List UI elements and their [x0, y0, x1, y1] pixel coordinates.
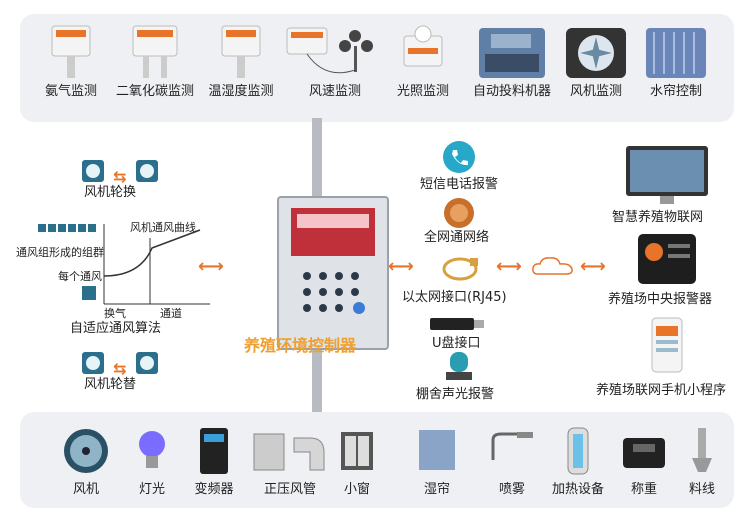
feeder-icon	[477, 22, 547, 84]
middle-label: U盘接口	[432, 336, 481, 351]
fan-icon	[82, 160, 104, 182]
group-label: 通风组形成的组群	[16, 246, 104, 259]
device-label: 湿帘	[423, 482, 450, 497]
air-duct-device: 正压风管	[250, 420, 330, 498]
device-label: 正压风管	[263, 482, 316, 497]
right-label: 养殖场联网手机小程序	[596, 383, 727, 398]
axis-x2-label: 通道	[160, 307, 182, 320]
device-label: 灯光	[138, 482, 165, 497]
cloud-icon	[530, 254, 576, 282]
controller-title: 养殖环境控制器	[244, 336, 357, 355]
middle-label: 短信电话报警	[420, 177, 499, 192]
cloud-left-arrow: ⟷	[496, 256, 522, 277]
device-label: 风机监测	[569, 84, 622, 99]
window-device: 小窗	[332, 420, 382, 498]
temp-humidity-device: 温湿度监测	[198, 22, 284, 100]
swap-arrows-icon: ⇆	[113, 359, 127, 378]
light-device: 灯光	[128, 420, 176, 498]
device-label: 温湿度监测	[208, 84, 274, 99]
co2-sensor-icon	[125, 22, 185, 84]
device-label: 风速监测	[308, 84, 361, 99]
wind-speed-sensor-icon	[285, 22, 385, 84]
right-label: 智慧养殖物联网	[612, 210, 704, 225]
ethernet-cable-icon	[440, 254, 480, 288]
feed-line-icon	[684, 420, 720, 482]
sensor-panel: 氨气监测 二氧化碳监测 温湿度监测 风速监测 光照监测 自动投料机器 风机监	[20, 14, 734, 122]
left-link-arrow: ⟷	[198, 256, 224, 277]
axis-x1-label: 换气	[104, 307, 126, 320]
device-label: 称重	[630, 482, 657, 497]
inverter-device: 变频器	[186, 420, 242, 498]
phone-alarm-icon	[442, 140, 476, 178]
scale-device: 称重	[616, 420, 672, 498]
network-icon	[442, 196, 476, 234]
inverter-icon	[194, 420, 234, 482]
air-duct-icon	[250, 420, 330, 482]
algorithm-label: 自适应通风算法	[70, 321, 162, 336]
fan-rotate-label: 风机轮换	[84, 185, 137, 200]
each-vent-label: 每个通风	[58, 270, 102, 283]
right-label: 养殖场中央报警器	[608, 292, 713, 307]
device-label: 加热设备	[551, 482, 604, 497]
environment-controller	[277, 196, 389, 350]
fan-icon	[135, 160, 158, 182]
wind-speed-device: 风速监测	[282, 22, 388, 100]
sprayer-icon	[487, 420, 537, 482]
monitor-dashboard-icon	[624, 144, 710, 210]
wet-curtain-device: 湿帘	[412, 420, 462, 498]
middle-label: 棚舍声光报警	[416, 387, 495, 402]
device-label: 光照监测	[396, 84, 449, 99]
feed-line-device: 料线	[678, 420, 726, 498]
curve-label: 风机通风曲线	[130, 221, 196, 234]
fan-alternate-icons: ⇆	[82, 352, 158, 378]
device-label: 变频器	[194, 482, 234, 497]
ammonia-sensor-icon	[48, 22, 94, 84]
phone-app-icon	[650, 316, 684, 378]
ammonia-device: 氨气监测	[32, 22, 110, 100]
device-label: 自动投料机器	[472, 84, 551, 99]
fan-monitor-device: 风机监测	[558, 22, 634, 100]
light-sensor-icon	[400, 22, 446, 84]
siren-icon	[444, 350, 474, 388]
middle-label: 全网通网络	[424, 230, 490, 245]
sprayer-device: 喷雾	[482, 420, 542, 498]
feeder-device: 自动投料机器	[464, 22, 560, 100]
scale-icon	[619, 420, 669, 482]
fan-icon	[82, 352, 104, 374]
device-label: 氨气监测	[44, 84, 97, 99]
water-curtain-device: 水帘控制	[636, 22, 716, 100]
fan-device: 风机	[58, 420, 114, 498]
heater-device: 加热设备	[544, 420, 612, 498]
device-label: 料线	[688, 482, 715, 497]
central-alarm-icon	[636, 232, 698, 290]
fan-icon	[61, 420, 111, 482]
device-label: 风机	[72, 482, 99, 497]
cloud-right-arrow: ⟷	[580, 256, 606, 277]
actuator-panel: 风机 灯光 变频器 正压风管 小窗 湿帘 喷雾 加热设备 称重 料线	[20, 412, 734, 508]
device-label: 水帘控制	[649, 84, 702, 99]
window-icon	[337, 420, 377, 482]
middle-label: 以太网接口(RJ45)	[402, 290, 507, 305]
device-label: 二氧化碳监测	[115, 84, 194, 99]
device-label: 喷雾	[498, 482, 525, 497]
middle-link-arrow: ⟷	[388, 256, 414, 277]
fan-monitor-icon	[564, 22, 628, 84]
light-device: 光照监测	[388, 22, 458, 100]
fan-rotate-icons: ⇆	[82, 160, 158, 186]
device-label: 小窗	[343, 482, 370, 497]
wet-curtain-icon	[417, 420, 457, 482]
ventilation-chart	[20, 218, 220, 322]
usb-drive-icon	[430, 316, 486, 336]
water-curtain-icon	[644, 22, 708, 84]
heater-icon	[558, 420, 598, 482]
light-bulb-icon	[134, 420, 170, 482]
fan-alternate-label: 风机轮替	[84, 377, 137, 392]
temp-humidity-sensor-icon	[218, 22, 264, 84]
fan-icon	[135, 352, 158, 374]
co2-device: 二氧化碳监测	[106, 22, 204, 100]
swap-arrows-icon: ⇆	[113, 167, 127, 186]
